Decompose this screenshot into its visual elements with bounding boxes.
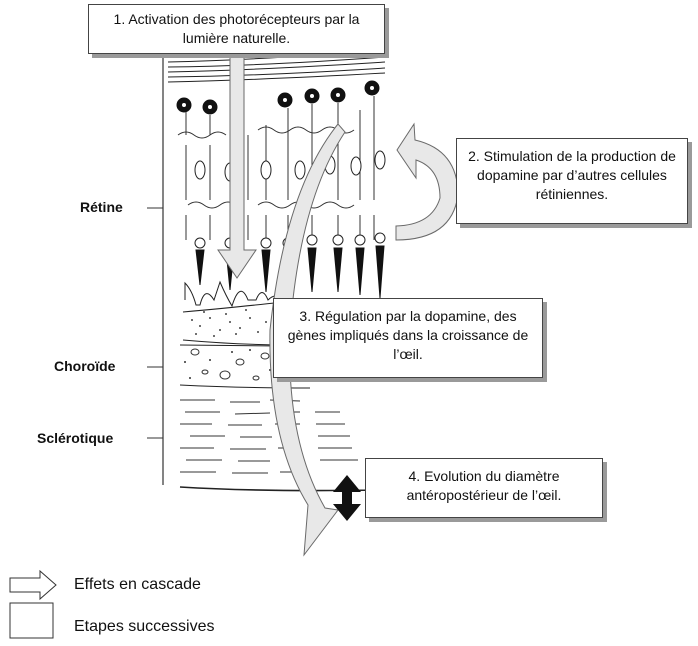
step-2-text: 2. Stimulation de la production de dopam… — [468, 148, 676, 202]
step-box-1: 1. Activation des photorécepteurs par la… — [88, 4, 385, 54]
cascade-arrow-1 — [217, 54, 257, 279]
layer-label-sclera: Sclérotique — [37, 430, 114, 446]
cascade-arrow-2 — [395, 122, 459, 241]
layer-label-retina: Rétine — [80, 199, 123, 215]
step-1-text: 1. Activation des photorécepteurs par la… — [113, 11, 360, 46]
step-box-2: 2. Stimulation de la production de dopam… — [456, 138, 688, 224]
diameter-arrow — [333, 475, 361, 521]
legend-steps-label: Etapes successives — [74, 618, 215, 635]
legend-cascade-arrow-icon — [9, 569, 57, 601]
step-4-text: 4. Evolution du diamètre antéropostérieu… — [406, 468, 562, 503]
legend-step-box-icon — [9, 602, 54, 639]
tissue-drawing — [167, 49, 386, 492]
legend-cascade-label: Effets en cascade — [74, 576, 201, 593]
step-3-text: 3. Régulation par la dopamine, des gènes… — [287, 308, 529, 362]
layer-label-choroid: Choroïde — [54, 358, 116, 374]
step-box-3: 3. Régulation par la dopamine, des gènes… — [273, 298, 543, 378]
step-box-4: 4. Evolution du diamètre antéropostérieu… — [365, 458, 603, 518]
